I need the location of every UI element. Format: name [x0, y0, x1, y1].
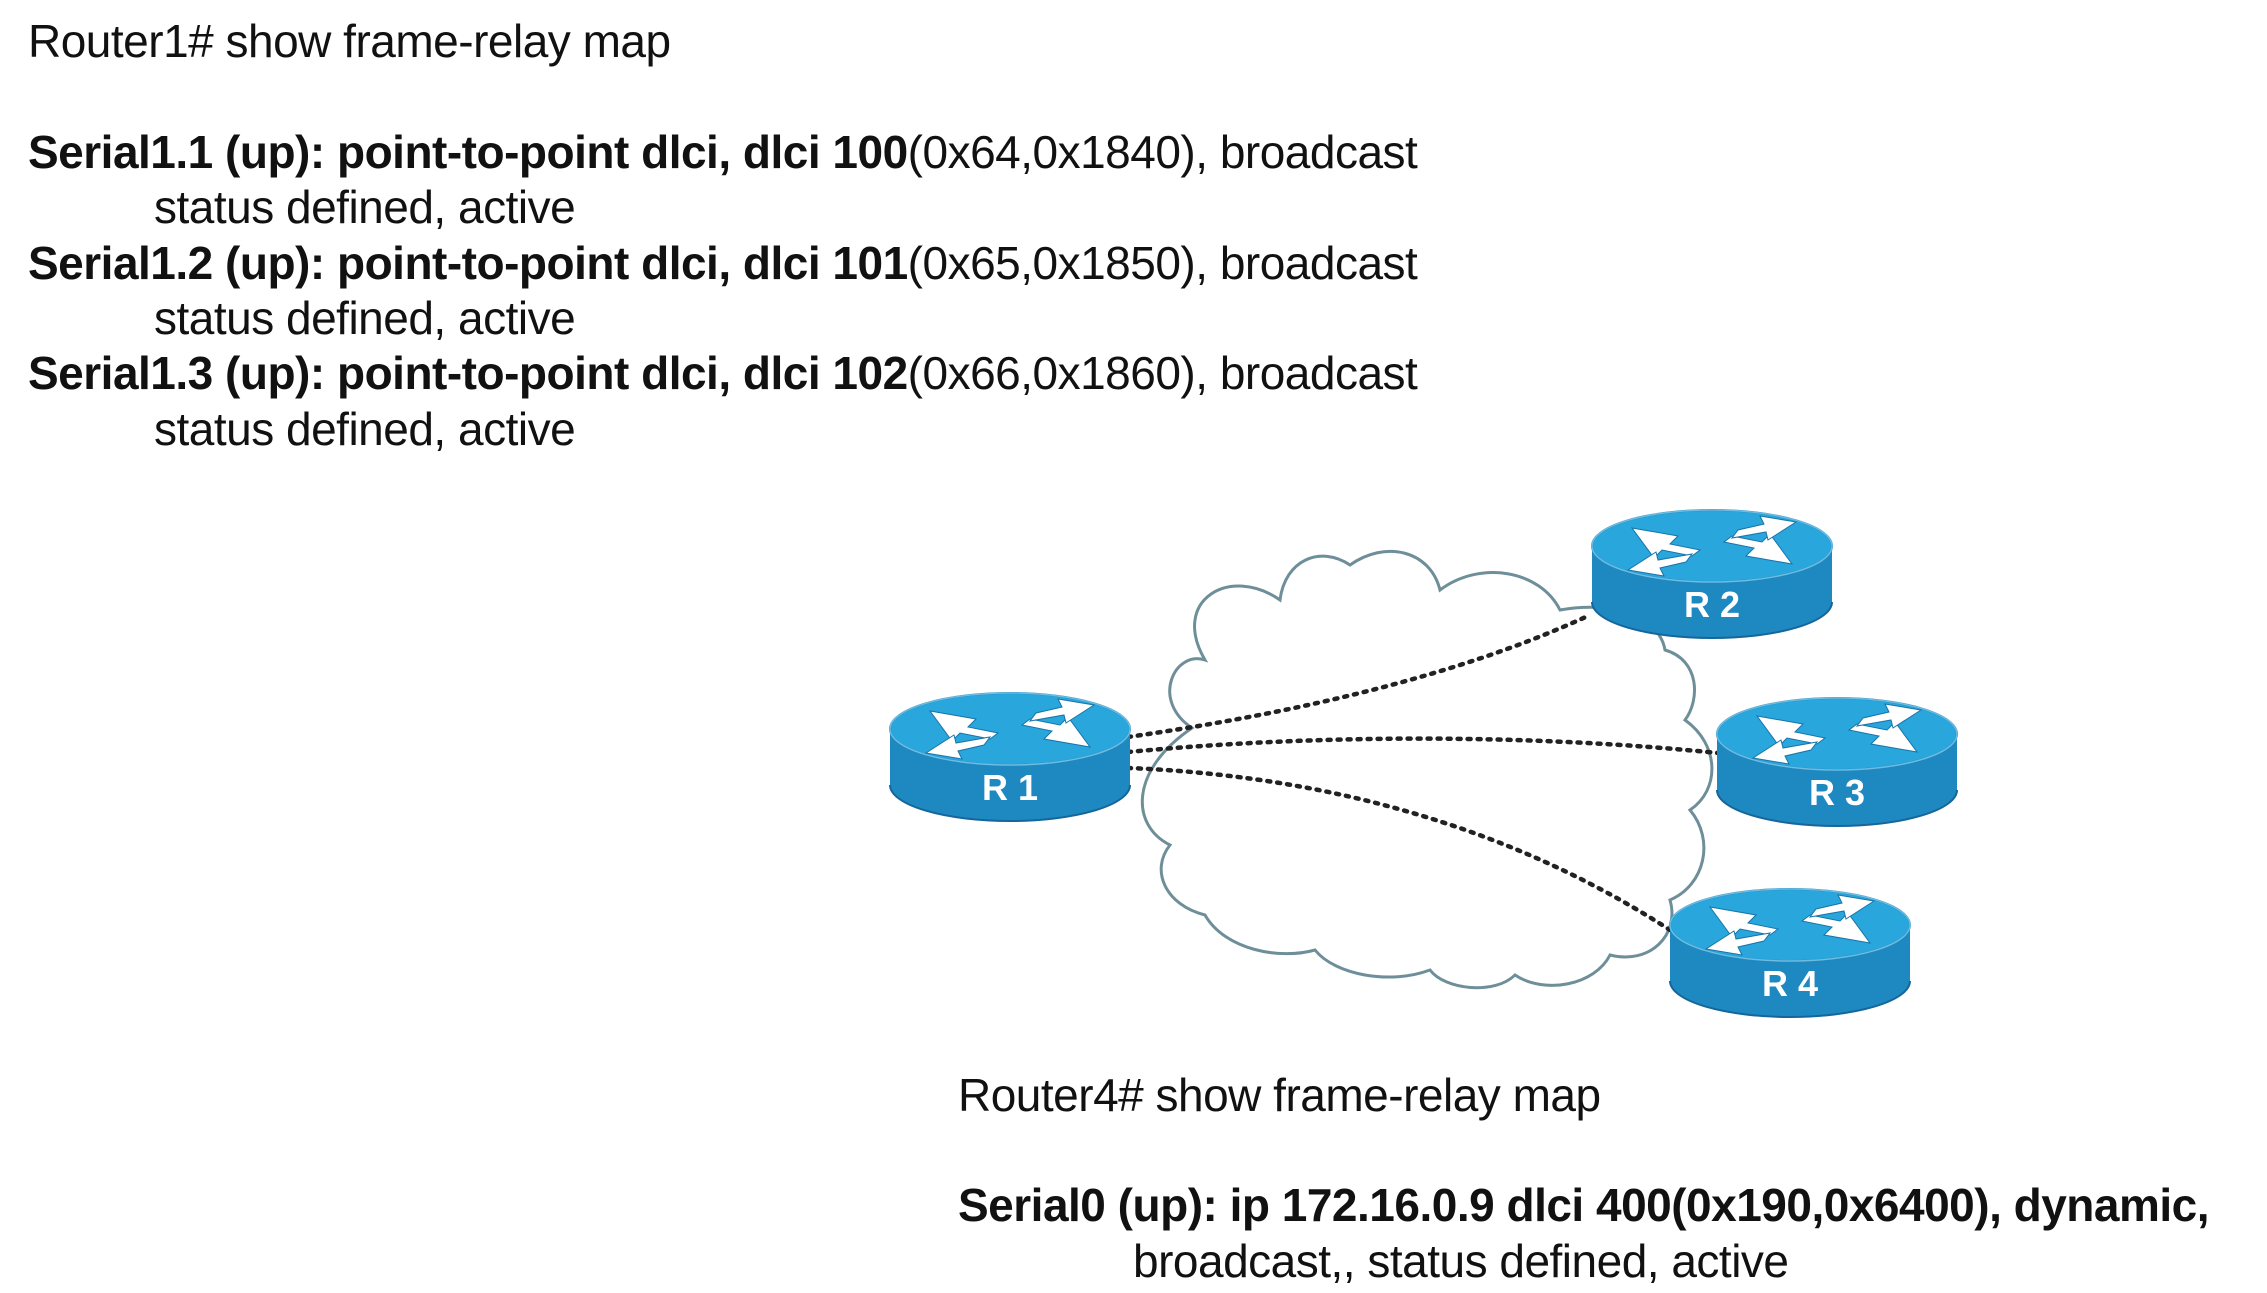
router-r1-label: R 1: [982, 767, 1038, 808]
router1-entry-1-bold: Serial1.1 (up): point-to-point dlci, dlc…: [28, 126, 908, 178]
frame-relay-cloud: [1140, 549, 1714, 990]
router1-entry-2-bold: Serial1.2 (up): point-to-point dlci, dlc…: [28, 237, 908, 289]
link-r1-r2: [1125, 612, 1593, 740]
router4-command: Router4# show frame-relay map: [958, 1069, 1601, 1121]
router-r4-label: R 4: [1762, 963, 1818, 1004]
router-r3-label: R 3: [1809, 772, 1865, 813]
router1-entry-3-bold: Serial1.3 (up): point-to-point dlci, dlc…: [28, 347, 908, 399]
router1-entry-1-status: status defined, active: [154, 181, 576, 233]
router1-entry-3-rest: (0x66,0x1860), broadcast: [907, 347, 1418, 399]
link-r1-r4: [1125, 765, 1673, 933]
router1-entry-2: Serial1.2 (up): point-to-point dlci, dlc…: [28, 236, 1418, 290]
router1-entry-2-rest: (0x65,0x1850), broadcast: [907, 237, 1418, 289]
router4-entry-status-text: broadcast,, status defined, active: [1133, 1235, 1789, 1287]
link-r1-r3: [1125, 736, 1721, 756]
router1-entry-2-status: status defined, active: [154, 292, 576, 344]
router-r2-label: R 2: [1684, 584, 1740, 625]
router1-command: Router1# show frame-relay map: [28, 15, 671, 67]
router4-entry: Serial0 (up): ip 172.16.0.9 dlci 400(0x1…: [958, 1179, 2210, 1231]
router1-entry-1: Serial1.1 (up): point-to-point dlci, dlc…: [28, 125, 1418, 179]
router1-entry-3: Serial1.3 (up): point-to-point dlci, dlc…: [28, 346, 1418, 400]
router1-entry-3-status: status defined, active: [154, 403, 576, 455]
router1-entry-1-rest: (0x64,0x1840), broadcast: [907, 126, 1418, 178]
